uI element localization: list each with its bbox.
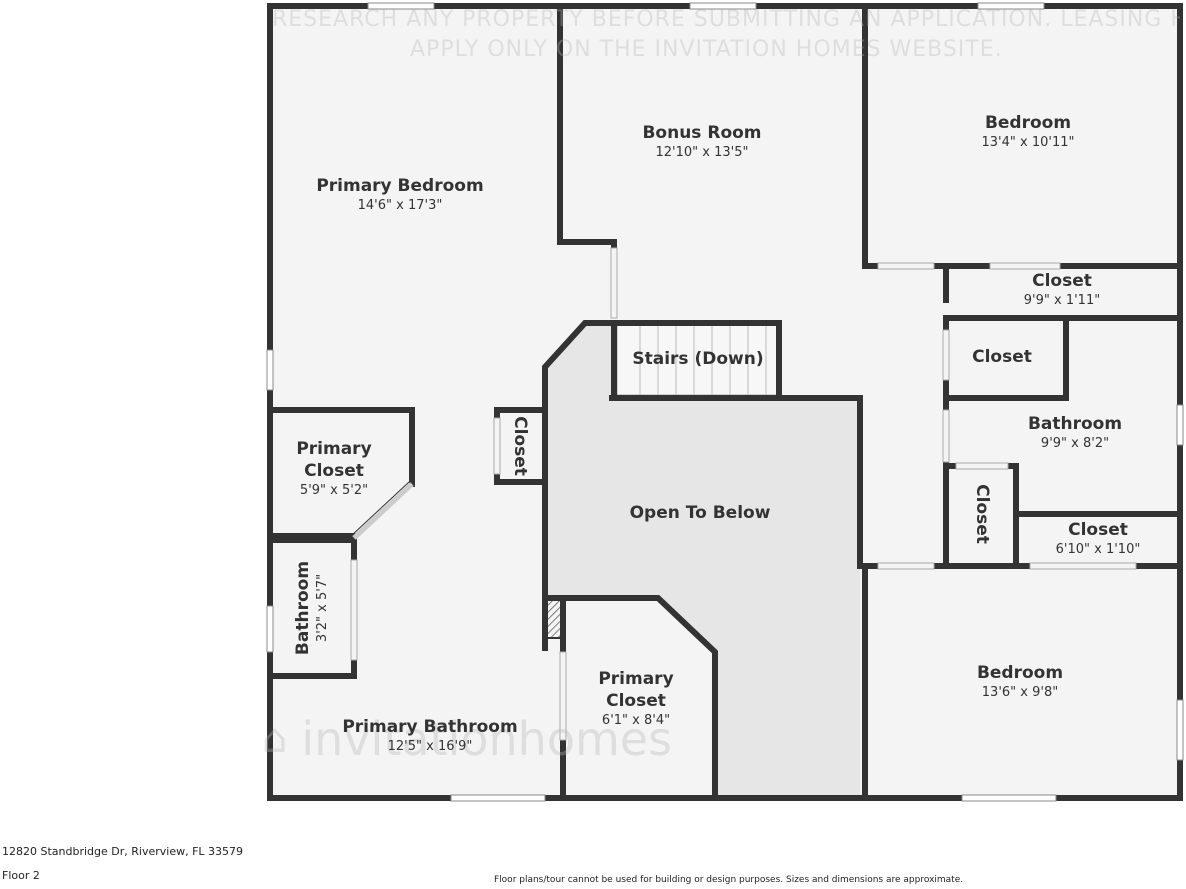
room-name: Closet	[1032, 271, 1092, 291]
room-name: Primary	[296, 439, 372, 459]
footer-address: 12820 Standbridge Dr, Riverview, FL 3357…	[2, 845, 244, 858]
room-closet-hall: Closet	[509, 406, 531, 486]
room-stairs: Stairs (Down)	[618, 348, 778, 370]
room-bedroom-se: Bedroom 13'6" x 9'8"	[920, 662, 1120, 702]
watermark-logo-text: invitationhomes	[301, 712, 673, 766]
windows	[266, 2, 1184, 802]
room-dimensions: 6'1" x 8'4"	[601, 713, 671, 728]
room-dimensions: 5'9" x 5'2"	[299, 483, 369, 498]
room-closet-vert-e: Closet	[971, 474, 993, 554]
watermark-disclaimer-line1: RESEARCH ANY PROPERTY BEFORE SUBMITTING …	[272, 7, 1180, 32]
room-bathroom-w: Bathroom 3'2" x 5'7"	[292, 548, 332, 668]
room-closet-se: Closet 6'10" x 1'10"	[1018, 519, 1178, 559]
room-open-to-below: Open To Below	[600, 502, 800, 524]
room-name: Closet	[972, 347, 1032, 367]
room-name: Stairs (Down)	[632, 349, 764, 369]
room-name-line2: Closet	[606, 691, 666, 711]
room-dimensions: 9'9" x 1'11"	[1023, 293, 1101, 308]
house-logo-icon: ⌂	[262, 716, 288, 762]
room-name: Bonus Room	[642, 123, 762, 143]
room-primary-closet-s: Primary Closet 6'1" x 8'4"	[586, 668, 686, 730]
stairs	[616, 324, 780, 396]
room-dimensions: 14'6" x 17'3"	[357, 198, 443, 213]
room-bonus-room: Bonus Room 12'10" x 13'5"	[602, 122, 802, 162]
room-primary-bathroom: Primary Bathroom 12'5" x 16'9"	[330, 716, 530, 756]
room-dimensions: 12'5" x 16'9"	[387, 739, 473, 754]
open-to-below-area	[545, 323, 860, 796]
room-name: Primary Bathroom	[342, 717, 518, 737]
room-name: Bathroom	[1027, 414, 1123, 434]
room-dimensions: 13'4" x 10'11"	[981, 135, 1075, 150]
room-dimensions: 13'6" x 9'8"	[981, 685, 1059, 700]
room-dimensions: 12'10" x 13'5"	[655, 145, 749, 160]
room-name: Bedroom	[976, 663, 1064, 683]
room-name: Primary	[598, 669, 674, 689]
room-primary-bedroom: Primary Bedroom 14'6" x 17'3"	[300, 175, 500, 215]
diagonal-wall-opening	[352, 482, 414, 540]
room-dimensions: 6'10" x 1'10"	[1055, 542, 1141, 557]
watermark-logo: ⌂ invitationhomes	[262, 712, 672, 766]
room-name: Bedroom	[984, 113, 1072, 133]
room-name-line2: Closet	[304, 461, 364, 481]
room-closet-mid: Closet	[952, 346, 1052, 368]
watermark-disclaimer-line2: APPLY ONLY ON THE INVITATION HOMES WEBSI…	[410, 37, 1003, 62]
room-name: Closet	[510, 416, 530, 476]
room-name: Closet	[1068, 520, 1128, 540]
room-bedroom-ne: Bedroom 13'4" x 10'11"	[928, 112, 1128, 152]
door-openings	[350, 247, 1137, 741]
room-bathroom-e: Bathroom 9'9" x 8'2"	[975, 413, 1175, 453]
room-name: Closet	[972, 484, 992, 544]
room-name: Bathroom	[293, 560, 313, 656]
hatched-chase	[545, 599, 563, 639]
walls	[267, 3, 1183, 801]
room-name: Open To Below	[629, 503, 771, 523]
room-name: Primary Bedroom	[316, 176, 484, 196]
room-dimensions: 9'9" x 8'2"	[1040, 436, 1110, 451]
footer-floor: Floor 2	[2, 869, 40, 882]
room-dimensions: 3'2" x 5'7"	[315, 573, 330, 643]
room-primary-closet-w: Primary Closet 5'9" x 5'2"	[284, 438, 384, 500]
footer-disclaimer: Floor plans/tour cannot be used for buil…	[494, 875, 964, 885]
room-closet-ne: Closet 9'9" x 1'11"	[962, 270, 1162, 310]
